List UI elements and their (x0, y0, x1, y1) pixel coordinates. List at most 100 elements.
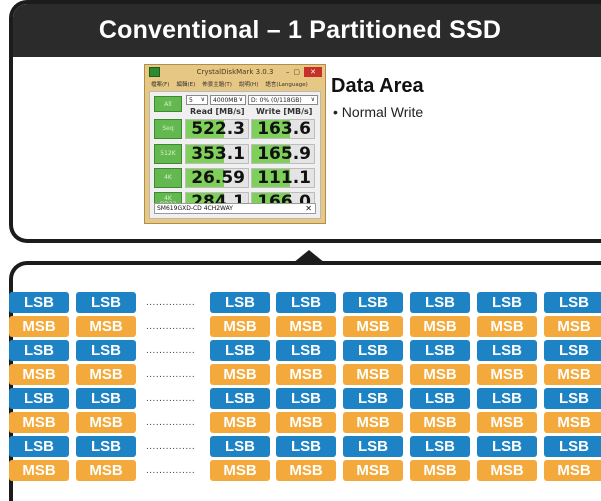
cdm-window-title: CrystalDiskMark 3.0.3 (196, 68, 274, 76)
lsb-page-cell: LSB (343, 340, 403, 361)
menu-edit[interactable]: 編輯(E) (176, 82, 196, 88)
lsb-page-cell: LSB (544, 292, 601, 313)
count-select-value: 5 (189, 96, 193, 104)
lsb-page-cell: LSB (410, 388, 470, 409)
write-value-0: 163.6 (251, 119, 315, 139)
read-fill-bar-2 (186, 169, 225, 187)
lsb-page-cell: LSB (544, 340, 601, 361)
msb-page-cell: MSB (9, 460, 69, 481)
write-fill-bar-0 (252, 120, 291, 138)
msb-page-cell: MSB (9, 412, 69, 433)
lsb-page-cell: LSB (477, 340, 537, 361)
write-value-text-0: 163.6 (257, 119, 311, 139)
test-button-0[interactable]: Seq (154, 119, 182, 139)
panel-title: Conventional – 1 Partitioned SSD (13, 4, 601, 57)
cdm-titlebar: CrystalDiskMark 3.0.3 – ▢ ✕ (145, 65, 325, 79)
chevron-down-icon: ∨ (238, 96, 243, 103)
chevron-down-icon: ∨ (310, 96, 315, 103)
lsb-page-cell: LSB (210, 340, 270, 361)
menu-file[interactable]: 檔案(F) (151, 82, 170, 88)
msb-page-cell: MSB (76, 412, 136, 433)
lsb-page-cell: LSB (544, 388, 601, 409)
msb-page-cell: MSB (544, 412, 601, 433)
lsb-page-cell: LSB (343, 388, 403, 409)
test-button-1[interactable]: 512K (154, 144, 182, 164)
size-select[interactable]: 4000MB∨ (210, 95, 246, 105)
msb-page-cell: MSB (544, 316, 601, 337)
msb-page-cell: MSB (210, 460, 270, 481)
drive-select-value: D: 0% (0/118GB) (251, 96, 302, 104)
write-fill-bar-2 (252, 169, 291, 187)
lsb-page-cell: LSB (210, 388, 270, 409)
test-button-2[interactable]: 4K (154, 168, 182, 188)
lsb-page-cell: LSB (276, 388, 336, 409)
msb-page-cell: MSB (276, 412, 336, 433)
lsb-page-cell: LSB (76, 388, 136, 409)
msb-page-cell: MSB (410, 364, 470, 385)
msb-page-cell: MSB (9, 364, 69, 385)
lsb-page-cell: LSB (276, 340, 336, 361)
maximize-button[interactable]: ▢ (293, 68, 300, 76)
write-fill-bar-1 (252, 145, 291, 163)
cdm-body: All 5∨ 4000MB∨ D: 0% (0/118GB)∨ Read [MB… (149, 91, 321, 219)
msb-page-cell: MSB (477, 316, 537, 337)
msb-page-cell: MSB (544, 460, 601, 481)
read-header: Read [MB/s] (190, 107, 245, 116)
msb-page-cell: MSB (410, 412, 470, 433)
read-fill-bar-0 (186, 120, 225, 138)
msb-page-cell: MSB (343, 460, 403, 481)
data-area-bullet: • Normal Write (333, 104, 424, 120)
msb-page-cell: MSB (477, 364, 537, 385)
ellipsis-dots: ............... (146, 345, 196, 356)
msb-page-cell: MSB (477, 412, 537, 433)
lsb-page-cell: LSB (76, 340, 136, 361)
menu-help[interactable]: 說明(H) (238, 82, 259, 88)
read-value-text-0: 522.3 (191, 119, 245, 139)
write-header: Write [MB/s] (256, 107, 313, 116)
msb-page-cell: MSB (276, 364, 336, 385)
lsb-page-cell: LSB (210, 436, 270, 457)
msb-page-cell: MSB (410, 460, 470, 481)
msb-page-cell: MSB (76, 364, 136, 385)
cdm-menu-bar: 檔案(F) 編輯(E) 佈景主題(T) 說明(H) 語言(Language) (145, 79, 325, 89)
all-button[interactable]: All (154, 96, 182, 112)
msb-page-cell: MSB (210, 316, 270, 337)
msb-page-cell: MSB (343, 412, 403, 433)
lsb-page-cell: LSB (276, 292, 336, 313)
lsb-page-cell: LSB (9, 436, 69, 457)
pointer-notch (293, 250, 325, 263)
read-value-0: 522.3 (185, 119, 249, 139)
lsb-page-cell: LSB (410, 292, 470, 313)
minimize-button[interactable]: – (285, 68, 290, 76)
read-value-1: 353.1 (185, 144, 249, 164)
ellipsis-dots: ............... (146, 465, 196, 476)
msb-page-cell: MSB (9, 316, 69, 337)
ellipsis-dots: ............... (146, 441, 196, 452)
menu-theme[interactable]: 佈景主題(T) (202, 82, 232, 88)
ellipsis-dots: ............... (146, 369, 196, 380)
clear-icon[interactable]: ✕ (305, 204, 312, 213)
lsb-page-cell: LSB (544, 436, 601, 457)
lsb-page-cell: LSB (343, 292, 403, 313)
write-value-text-1: 165.9 (257, 144, 311, 164)
read-value-text-1: 353.1 (191, 144, 245, 164)
chevron-down-icon: ∨ (200, 96, 205, 103)
lsb-page-cell: LSB (477, 292, 537, 313)
lsb-page-cell: LSB (76, 436, 136, 457)
write-value-text-2: 111.1 (257, 168, 311, 188)
count-select[interactable]: 5∨ (186, 95, 208, 105)
close-button[interactable]: ✕ (304, 67, 322, 77)
ellipsis-dots: ............... (146, 393, 196, 404)
ellipsis-dots: ............... (146, 297, 196, 308)
msb-page-cell: MSB (477, 460, 537, 481)
lsb-page-cell: LSB (410, 340, 470, 361)
drive-select[interactable]: D: 0% (0/118GB) ∨ (248, 95, 318, 105)
menu-language[interactable]: 語言(Language) (265, 82, 308, 88)
drive-model-field[interactable]: SM619GXD-CD 4CH2WAY ✕ (154, 203, 316, 214)
lsb-page-cell: LSB (9, 340, 69, 361)
ellipsis-dots: ............... (146, 417, 196, 428)
msb-page-cell: MSB (276, 460, 336, 481)
read-value-2: 26.59 (185, 168, 249, 188)
msb-page-cell: MSB (76, 316, 136, 337)
read-value-text-2: 26.59 (191, 168, 245, 188)
